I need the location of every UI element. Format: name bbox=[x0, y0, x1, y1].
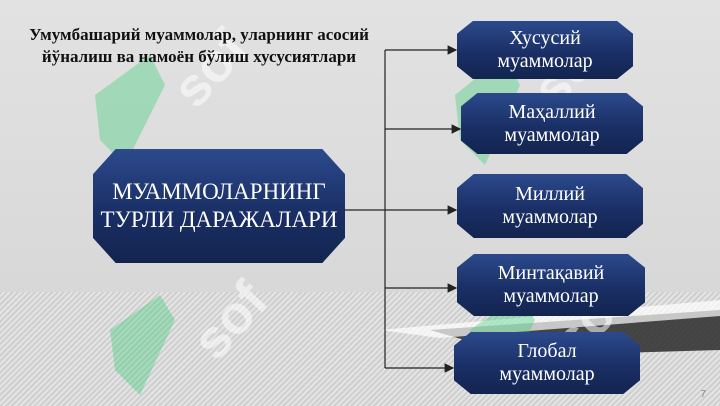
item-box-1: Хусусий муаммолар bbox=[457, 21, 633, 79]
slide-title: Умумбашарий муаммолар, уларнинг асосий й… bbox=[29, 25, 369, 66]
main-box: МУАММОЛАРНИНГ ТУРЛИ ДАРАЖАЛАРИ bbox=[93, 149, 345, 263]
item-box-2: Маҳаллий муаммолар bbox=[461, 93, 643, 154]
item-box-4: Минтақавий муаммолар bbox=[457, 254, 645, 316]
item-box-3: Миллий муаммолар bbox=[457, 174, 643, 238]
item-box-5: Глобал муаммолар bbox=[454, 332, 640, 394]
page-number: 7 bbox=[700, 389, 706, 400]
